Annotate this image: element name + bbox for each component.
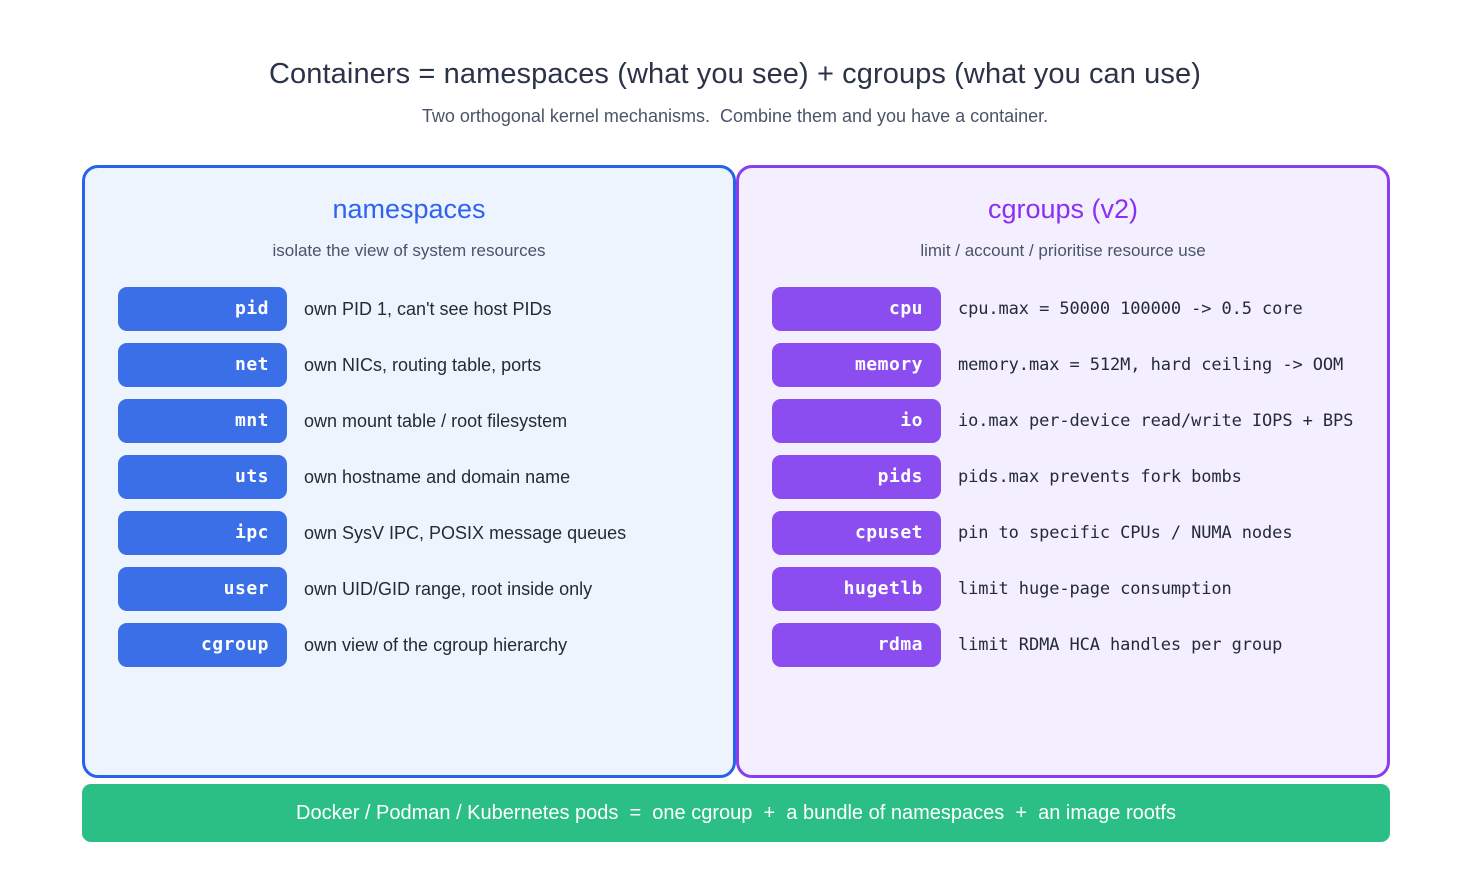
namespace-row-description: own SysV IPC, POSIX message queues	[304, 522, 627, 543]
cgroup-row: memory memory.max = 512M, hard ceiling ->…	[772, 343, 1387, 387]
namespaces-panel-title: namespaces	[332, 194, 486, 224]
cgroup-row-description: pids.max prevents fork bombs	[958, 467, 1242, 487]
cgroups-panel: cgroups (v2) limit / account / prioritis…	[736, 165, 1390, 778]
cgroups-panel-subtitle: limit / account / prioritise resource us…	[920, 241, 1206, 260]
cgroup-row: cpuset pin to specific CPUs / NUMA nodes	[772, 511, 1387, 555]
namespace-row-description: own view of the cgroup hierarchy	[304, 634, 568, 655]
namespace-row-description: own hostname and domain name	[304, 466, 571, 487]
namespaces-list: pid own PID 1, can't see host PIDs net own …	[85, 287, 733, 667]
namespace-row: user own UID/GID range, root inside only	[118, 567, 733, 611]
namespace-row: net own NICs, routing table, ports	[118, 343, 733, 387]
cgroup-row-pill: memory	[772, 343, 941, 387]
cgroups-panel-title: cgroups (v2)	[987, 194, 1139, 224]
namespace-row-description: own NICs, routing table, ports	[304, 354, 542, 375]
cgroup-row-description: limit huge-page consumption	[958, 579, 1232, 599]
namespace-row: pid own PID 1, can't see host PIDs	[118, 287, 733, 331]
cgroup-row-description: cpu.max = 50000 100000 -> 0.5 core	[958, 299, 1303, 319]
cgroup-row: pids pids.max prevents fork bombs	[772, 455, 1387, 499]
namespace-row-pill: uts	[118, 455, 287, 499]
namespace-row: mnt own mount table / root filesystem	[118, 399, 733, 443]
cgroup-row-description: limit RDMA HCA handles per group	[958, 635, 1283, 655]
namespace-row-pill: user	[118, 567, 287, 611]
cgroup-row-description: io.max per-device read/write IOPS + BPS	[958, 411, 1354, 431]
namespace-row: ipc own SysV IPC, POSIX message queues	[118, 511, 733, 555]
cgroup-row: io io.max per-device read/write IOPS + BP…	[772, 399, 1387, 443]
panels-container: namespaces isolate the view of system re…	[82, 165, 1390, 778]
cgroup-row-pill: pids	[772, 455, 941, 499]
cgroup-row-pill: rdma	[772, 623, 941, 667]
namespace-row-pill: pid	[118, 287, 287, 331]
cgroup-row: rdma limit RDMA HCA handles per group	[772, 623, 1387, 667]
cgroup-row-pill: cpu	[772, 287, 941, 331]
namespace-row-pill: cgroup	[118, 623, 287, 667]
namespace-row: uts own hostname and domain name	[118, 455, 733, 499]
cgroup-row-pill: cpuset	[772, 511, 941, 555]
cgroup-row-description: pin to specific CPUs / NUMA nodes	[958, 523, 1293, 543]
namespace-row: cgroup own view of the cgroup hierarchy	[118, 623, 733, 667]
cgroup-row: hugetlb limit huge-page consumption	[772, 567, 1387, 611]
namespaces-panel-subtitle: isolate the view of system resources	[272, 241, 546, 260]
header: Containers = namespaces (what you see) +…	[0, 0, 1470, 127]
namespace-row-pill: ipc	[118, 511, 287, 555]
namespaces-panel: namespaces isolate the view of system re…	[82, 165, 736, 778]
cgroup-row: cpu cpu.max = 50000 100000 -> 0.5 core	[772, 287, 1387, 331]
namespace-row-description: own UID/GID range, root inside only	[304, 578, 593, 599]
page-subtitle: Two orthogonal kernel mechanisms. Combin…	[421, 105, 1049, 126]
summary-banner: Docker / Podman / Kubernetes pods = one …	[82, 784, 1390, 842]
namespace-row-pill: mnt	[118, 399, 287, 443]
namespace-row-pill: net	[118, 343, 287, 387]
cgroup-row-pill: io	[772, 399, 941, 443]
cgroups-list: cpu cpu.max = 50000 100000 -> 0.5 core mem…	[739, 287, 1387, 667]
page-title: Containers = namespaces (what you see) +…	[269, 58, 1201, 90]
namespace-row-description: own PID 1, can't see host PIDs	[304, 298, 552, 319]
namespace-row-description: own mount table / root filesystem	[304, 410, 568, 431]
cgroup-row-description: memory.max = 512M, hard ceiling -> OOM	[958, 355, 1344, 375]
cgroup-row-pill: hugetlb	[772, 567, 941, 611]
